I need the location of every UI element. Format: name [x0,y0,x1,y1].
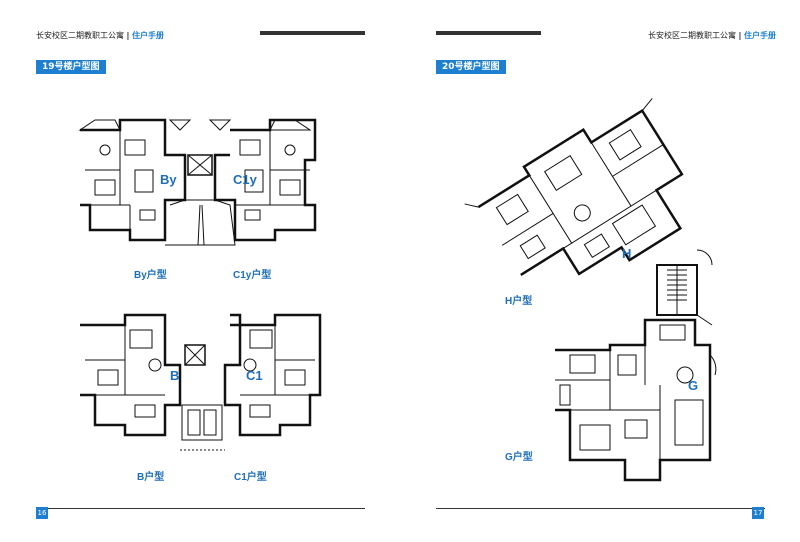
unit-label-g: G [688,378,699,393]
header-subtitle: 住户手册 [132,31,165,40]
floor-plan-g [555,318,717,482]
floor-plan-h [464,98,684,277]
right-page: 长安校区二期教职工公寓 | 住户手册 20号楼户型图 H H户型 [400,0,800,542]
unit-label-c1y: C1y [233,172,257,187]
header-bar [436,31,541,35]
header-title: 长安校区二期教职工公寓 [648,31,736,40]
unit-caption-g: G户型 [505,452,533,463]
unit-caption-c1y: C1y户型 [233,270,272,281]
floor-plan-by-c1y [78,118,317,246]
header-text: 长安校区二期教职工公寓 | 住户手册 [648,30,776,41]
header-title: 长安校区二期教职工公寓 [36,31,124,40]
stair-core [656,249,713,326]
page-number: 16 [36,507,48,519]
section-title: 19号楼户型图 [36,60,106,74]
left-page: 长安校区二期教职工公寓 | 住户手册 19号楼户型图 [36,30,365,519]
header-bar [260,31,365,35]
section-title: 20号楼户型图 [436,60,506,74]
header-separator: | [126,31,130,40]
unit-label-by: By [160,172,177,187]
unit-caption-c1: C1户型 [234,472,267,483]
floor-plan-b-c1 [80,313,322,451]
footer-line [36,508,365,509]
header-subtitle: 住户手册 [744,31,777,40]
header-separator: | [738,31,742,40]
unit-label-h: H [622,246,632,261]
unit-label-b: B [170,368,180,383]
page-number: 17 [752,507,764,519]
unit-label-c1: C1 [246,368,263,383]
header-text: 长安校区二期教职工公寓 | 住户手册 [36,30,164,41]
unit-caption-by: By户型 [134,270,167,281]
unit-caption-h: H户型 [505,296,533,307]
footer-line [436,508,765,509]
unit-caption-b: B户型 [137,472,165,483]
